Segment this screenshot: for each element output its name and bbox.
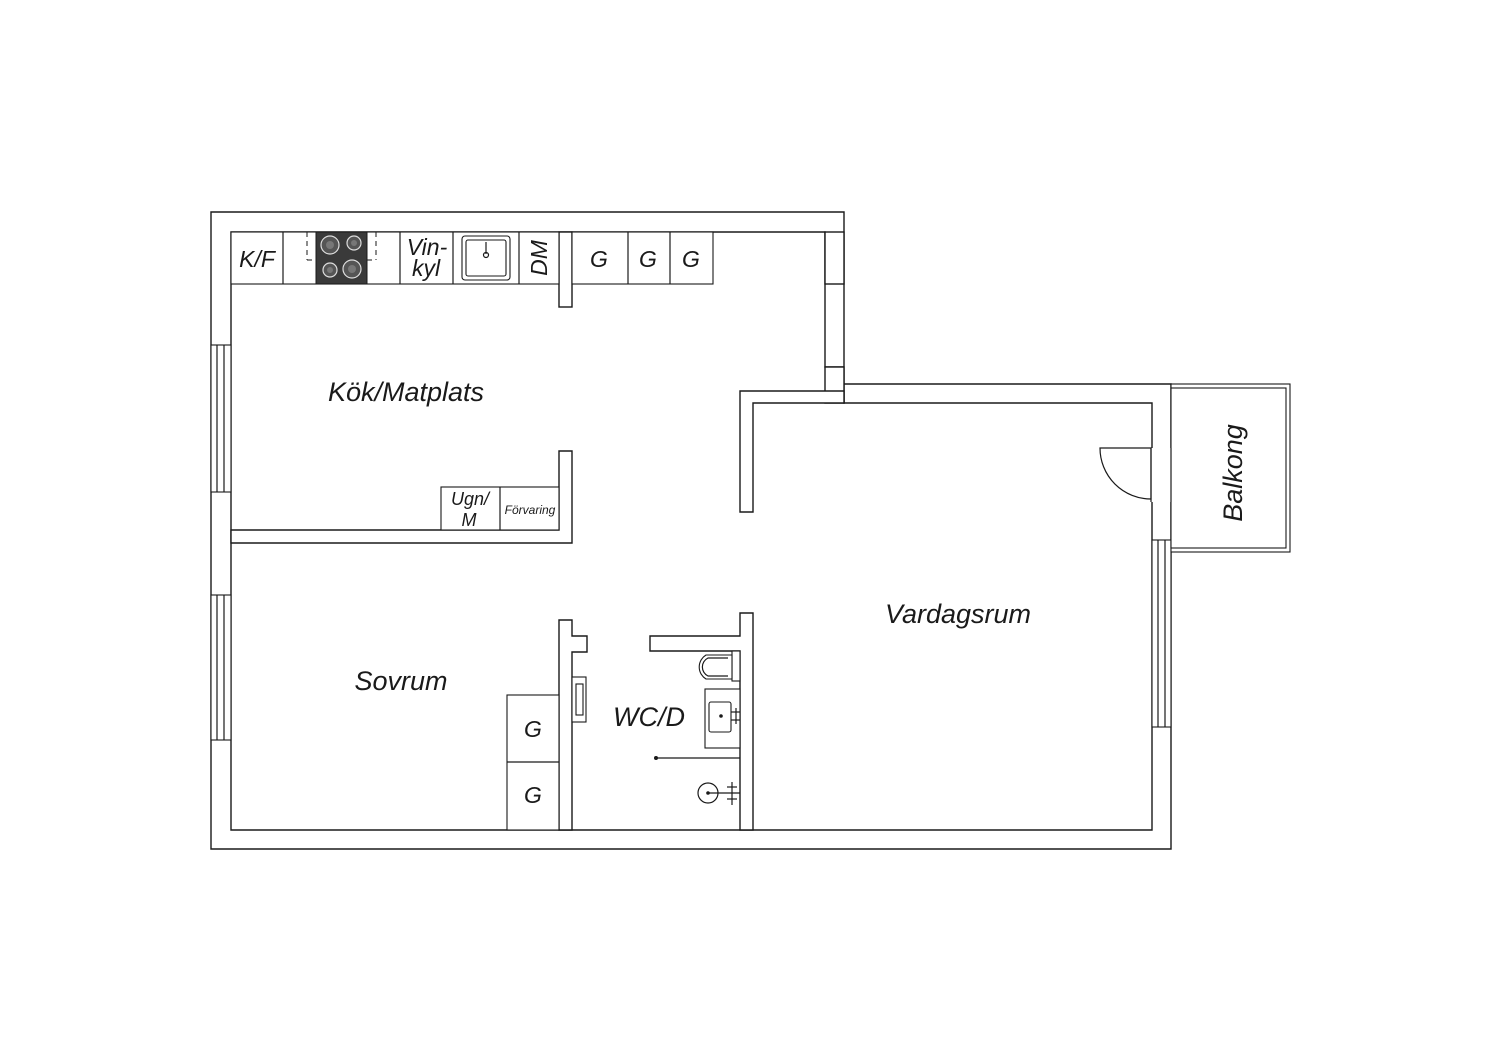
hob-icon <box>315 231 368 285</box>
wall-bathroom-living <box>649 612 754 831</box>
room-label-kitchen: Kök/Matplats <box>328 377 484 407</box>
range-hood-outline <box>306 232 377 261</box>
storage-label: Förvaring <box>505 503 556 517</box>
room-label-bedroom: Sovrum <box>354 666 447 696</box>
balcony: Balkong <box>1170 383 1291 553</box>
wine-fridge-label-line2: kyl <box>412 255 441 281</box>
balcony-door[interactable] <box>1099 447 1172 502</box>
kitchen-wall-stub-top <box>824 231 845 285</box>
window-bedroom <box>210 594 232 741</box>
wardrobe-label-2: G <box>639 246 657 272</box>
wardrobe-bedroom <box>506 694 560 831</box>
bathroom-cabinet-icon <box>571 676 587 723</box>
window-living <box>1151 539 1172 728</box>
washbasin-icon <box>704 688 741 749</box>
wall-hall-living <box>739 390 845 513</box>
wall-bedroom-bathroom <box>558 619 588 831</box>
fridge-freezer-label: K/F <box>239 246 277 272</box>
wardrobe-row-top <box>571 231 714 285</box>
wardrobe-label-4: G <box>524 716 542 742</box>
oven-label-line2: M <box>462 510 477 530</box>
wall-stub-dm <box>558 231 573 308</box>
wardrobe-label-1: G <box>590 246 608 272</box>
oven-label-line1: Ugn/ <box>451 489 491 509</box>
toilet-icon <box>698 650 741 682</box>
wine-fridge-label-line1: Vin- <box>407 234 448 260</box>
room-label-living: Vardagsrum <box>885 599 1031 629</box>
room-label-bathroom: WC/D <box>613 702 685 732</box>
window-kitchen <box>210 344 232 493</box>
room-label-balcony: Balkong <box>1218 424 1248 522</box>
wardrobe-label-3: G <box>682 246 700 272</box>
dishwasher-label: DM <box>526 239 552 276</box>
wardrobe-label-5: G <box>524 782 542 808</box>
shower-head-icon <box>697 782 740 805</box>
oven-storage-cabinet <box>440 486 560 531</box>
shower-rod-icon <box>654 756 740 760</box>
kitchen-sink-icon <box>461 235 511 281</box>
